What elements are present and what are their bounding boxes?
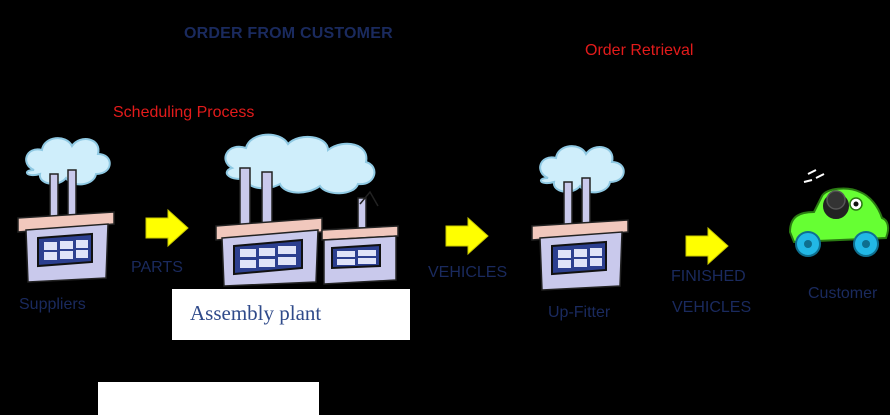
assembly-plant-icon <box>215 133 399 287</box>
finished-vehicles-arrow-icon <box>685 226 729 266</box>
assembly-plant-label: Assembly plant <box>190 301 322 325</box>
suppliers-label: Suppliers <box>19 296 86 313</box>
blank-label-box <box>98 382 319 415</box>
parts-label: PARTS <box>131 259 183 276</box>
scheduling-process-label: Scheduling Process <box>113 104 255 121</box>
assembly-plant-label-box <box>172 289 410 340</box>
order-retrieval-label: Order Retrieval <box>585 42 694 59</box>
vehicles-label-2: VEHICLES <box>672 299 752 316</box>
diagram-title: ORDER FROM CUSTOMER <box>184 25 393 42</box>
customer-car-icon <box>788 169 890 257</box>
vehicles-arrow-icon <box>445 216 489 256</box>
up-fitter-label: Up-Fitter <box>548 304 611 321</box>
parts-arrow-icon <box>145 208 189 248</box>
vehicles-label: VEHICLES <box>428 264 508 281</box>
supplier-factory-icon <box>17 137 115 283</box>
finished-label: FINISHED <box>671 268 746 285</box>
customer-label: Customer <box>808 285 878 302</box>
up-fitter-factory-icon <box>531 145 629 291</box>
